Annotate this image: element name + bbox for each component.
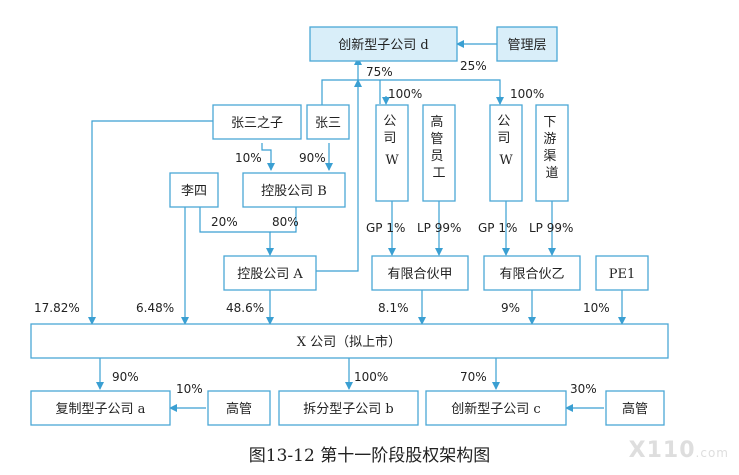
lp-jia-label: 有限合伙甲 — [387, 267, 452, 282]
management-c-label: 高管 — [622, 401, 648, 417]
pct-gp-jia: GP 1% — [366, 221, 405, 235]
pct-d-to-w1: 100% — [388, 87, 422, 101]
management-c-box: 高管 — [605, 390, 665, 426]
downstream-char-2: 游 — [543, 132, 556, 147]
equity-structure-diagram: 创新型子公司 d 管理层 张三之子 张三 公 司 W 高 管 员 工 公 司 — [30, 26, 669, 426]
pct-lisi-to-a: 20% — [211, 215, 238, 229]
zhangsan-son-box: 张三之子 — [212, 104, 302, 140]
pe1-box: PE1 — [595, 255, 649, 291]
pct-gp-yi: GP 1% — [478, 221, 517, 235]
innovative-subsidiary-c-label: 创新型子公司 c — [451, 401, 540, 417]
pct-lp-yi: LP 99% — [529, 221, 573, 235]
connector-lines — [88, 40, 626, 412]
zhangsan-label: 张三 — [315, 116, 341, 131]
pct-x-to-a: 90% — [112, 370, 139, 384]
management-a-label: 高管 — [226, 401, 252, 417]
holding-a-box: 控股公司 A — [223, 255, 317, 291]
pct-yi-to-x: 9% — [501, 301, 520, 315]
management-a-box: 高管 — [207, 390, 271, 426]
watermark-logo: X110.com — [629, 438, 729, 463]
downstream-char-3: 渠 — [543, 149, 556, 164]
senior-staff-label: 高 管 员 工 — [430, 114, 447, 181]
lisi-box: 李四 — [169, 172, 219, 208]
watermark-suffix: .com — [695, 446, 729, 460]
company-w2-char-3: W — [499, 153, 513, 168]
pe1-label: PE1 — [609, 267, 636, 282]
pct-lp-jia: LP 99% — [417, 221, 461, 235]
copy-subsidiary-a-box: 复制型子公司 a — [30, 390, 171, 426]
split-subsidiary-b-box: 拆分型子公司 b — [278, 390, 419, 426]
holding-b-label: 控股公司 B — [261, 184, 327, 199]
watermark-text: X110 — [628, 438, 696, 463]
pct-son-to-x: 17.82% — [34, 301, 80, 315]
pct-b-to-a: 80% — [272, 215, 299, 229]
zhangsan-son-label: 张三之子 — [231, 116, 283, 131]
pct-pe1-to-x: 10% — [583, 301, 610, 315]
pct-son-to-b: 10% — [235, 151, 262, 165]
pct-jia-to-x: 8.1% — [378, 301, 409, 315]
pct-a-to-d: 75% — [366, 65, 393, 79]
downstream-char-4: 道 — [545, 166, 558, 181]
lisi-label: 李四 — [181, 184, 207, 199]
pct-zs-to-b: 90% — [299, 151, 326, 165]
holding-b-box: 控股公司 B — [242, 172, 346, 208]
company-w2-char-1: 公 — [497, 114, 510, 129]
line-zs-to-d — [321, 79, 358, 105]
company-w1-char-3: W — [385, 153, 399, 168]
company-w2-label: 公 司 W — [497, 114, 514, 168]
senior-staff-char-1: 高 — [430, 114, 443, 130]
line-d-to-w2 — [358, 79, 501, 104]
figure-caption: 图13-12 第十一阶段股权架构图 — [248, 446, 491, 466]
senior-staff-box: 高 管 员 工 — [422, 104, 456, 202]
pct-x-to-c: 70% — [460, 370, 487, 384]
zhangsan-box: 张三 — [306, 104, 350, 140]
company-w1-char-2: 司 — [383, 131, 396, 146]
innovative-subsidiary-d-label: 创新型子公司 d — [338, 37, 428, 53]
senior-staff-char-3: 员 — [430, 149, 443, 164]
downstream-channel-label: 下 游 渠 道 — [543, 115, 560, 181]
management-top-box: 管理层 — [496, 26, 558, 62]
company-w2-char-2: 司 — [497, 131, 510, 146]
company-w2-box: 公 司 W — [489, 104, 523, 202]
downstream-char-1: 下 — [543, 115, 556, 130]
company-w1-label: 公 司 W — [383, 114, 400, 168]
downstream-channel-box: 下 游 渠 道 — [535, 104, 569, 202]
pct-x-to-b: 100% — [354, 370, 388, 384]
holding-a-label: 控股公司 A — [237, 267, 303, 282]
pct-mgmt-to-a: 10% — [176, 382, 203, 396]
split-subsidiary-b-label: 拆分型子公司 b — [303, 402, 393, 417]
management-top-label: 管理层 — [507, 38, 546, 53]
company-w1-box: 公 司 W — [375, 104, 409, 202]
innovative-subsidiary-c-box: 创新型子公司 c — [425, 390, 567, 426]
senior-staff-char-2: 管 — [430, 132, 443, 147]
pct-a-to-x: 48.6% — [226, 301, 264, 315]
lp-yi-label: 有限合伙乙 — [499, 267, 564, 282]
lp-yi-box: 有限合伙乙 — [483, 255, 581, 291]
x-company-label: X 公司（拟上市） — [297, 334, 401, 350]
copy-subsidiary-a-label: 复制型子公司 a — [56, 402, 146, 417]
percentage-labels: 25% 75% 100% 100% 10% 90% 20% 80% GP 1% … — [34, 59, 610, 396]
line-a-to-d — [316, 79, 362, 272]
pct-mgmt-to-d: 25% — [460, 59, 487, 73]
senior-staff-char-4: 工 — [432, 166, 445, 181]
x-company-box: X 公司（拟上市） — [30, 323, 669, 359]
innovative-subsidiary-d-box: 创新型子公司 d — [309, 26, 458, 62]
company-w1-char-1: 公 — [383, 114, 396, 129]
lp-jia-box: 有限合伙甲 — [371, 255, 469, 291]
pct-mgmt-to-c: 30% — [570, 382, 597, 396]
pct-lisi-to-x: 6.48% — [136, 301, 174, 315]
pct-d-to-w2: 100% — [510, 87, 544, 101]
